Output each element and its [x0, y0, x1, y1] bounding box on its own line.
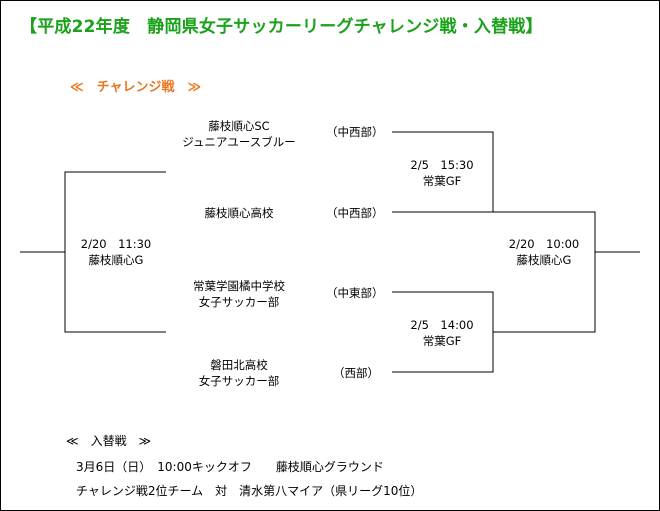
team-3-name: 常葉学園橘中学校 女子サッカー部	[193, 278, 285, 310]
team-2-region: （中西部）	[326, 206, 384, 220]
left-final-info: 2/20 11:30 藤枝順心G	[81, 236, 151, 268]
right-final-datetime: 2/20 10:00	[508, 237, 580, 251]
left-final-datetime: 2/20 11:30	[80, 237, 152, 251]
challenge-section-label: ≪ チャレンジ戦 ≫	[70, 80, 202, 95]
team-1-name: 藤枝順心SC ジュニアユースブルー	[182, 118, 296, 150]
team-1-name-line1: 藤枝順心SC	[208, 119, 270, 133]
team-2-name-line1: 藤枝順心高校	[204, 206, 274, 220]
right-final-info: 2/20 10:00 藤枝順心G	[509, 236, 579, 268]
playoff-label: ≪ 入替戦 ≫	[66, 434, 152, 448]
page-title: 【平成22年度 静岡県女子サッカーリーグチャレンジ戦・入替戦】	[20, 17, 543, 37]
playoff-schedule: 3月6日（日） 10:00キックオフ 藤枝順心グラウンド	[76, 460, 384, 474]
top-semi-venue: 常葉GF	[422, 174, 462, 188]
bottom-semi-info: 2/5 14:00 常葉GF	[410, 317, 473, 349]
team-4-name-line1: 磐田北高校	[210, 358, 268, 372]
team-3-name-line2: 女子サッカー部	[198, 295, 280, 309]
bottom-semi-datetime: 2/5 14:00	[410, 318, 474, 332]
playoff-matchup: チャレンジ戦2位チーム 対 清水第八マイア（県リーグ10位）	[76, 484, 423, 498]
team-3-name-line1: 常葉学園橘中学校	[193, 279, 285, 293]
right-bracket-line	[493, 211, 596, 333]
top-semi-datetime: 2/5 15:30	[410, 158, 474, 172]
team-1-name-line2: ジュニアユースブルー	[182, 135, 296, 149]
right-final-venue: 藤枝順心G	[516, 253, 572, 267]
bottom-semi-bracket-line	[392, 291, 494, 373]
team-4-region: （西部）	[333, 366, 379, 380]
team-4-name-line2: 女子サッカー部	[198, 374, 280, 388]
left-final-venue: 藤枝順心G	[88, 253, 144, 267]
team-1-region: （中西部）	[326, 125, 384, 139]
top-semi-bracket-line	[392, 131, 494, 213]
team-2-name: 藤枝順心高校	[205, 205, 274, 221]
left-bracket-line	[64, 171, 166, 333]
bottom-semi-venue: 常葉GF	[422, 334, 462, 348]
team-3-region: （中東部）	[326, 286, 384, 300]
top-semi-info: 2/5 15:30 常葉GF	[410, 157, 473, 189]
team-4-name: 磐田北高校 女子サッカー部	[199, 357, 280, 389]
